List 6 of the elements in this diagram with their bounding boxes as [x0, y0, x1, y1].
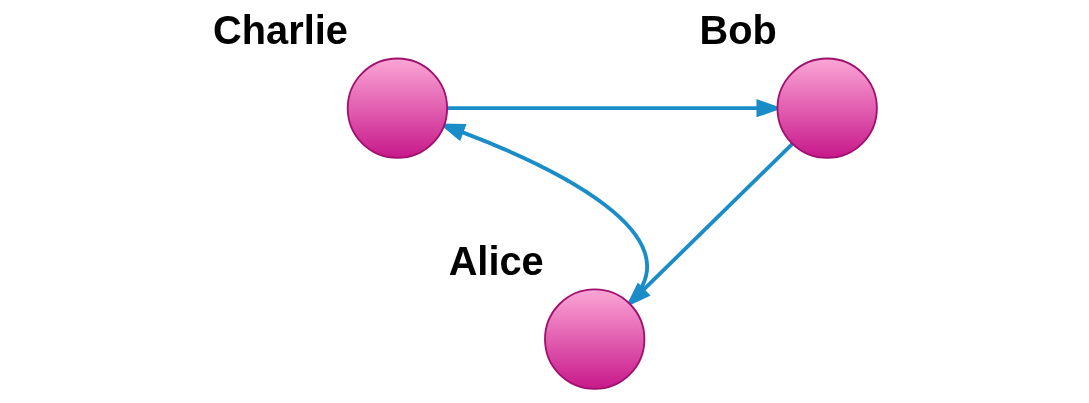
- node-label: Alice: [448, 239, 544, 284]
- node-label: Bob: [698, 8, 777, 53]
- node-circle: [776, 57, 878, 159]
- node-circle: [543, 288, 645, 390]
- node-circle: [346, 57, 448, 159]
- node-label: Charlie: [212, 8, 348, 53]
